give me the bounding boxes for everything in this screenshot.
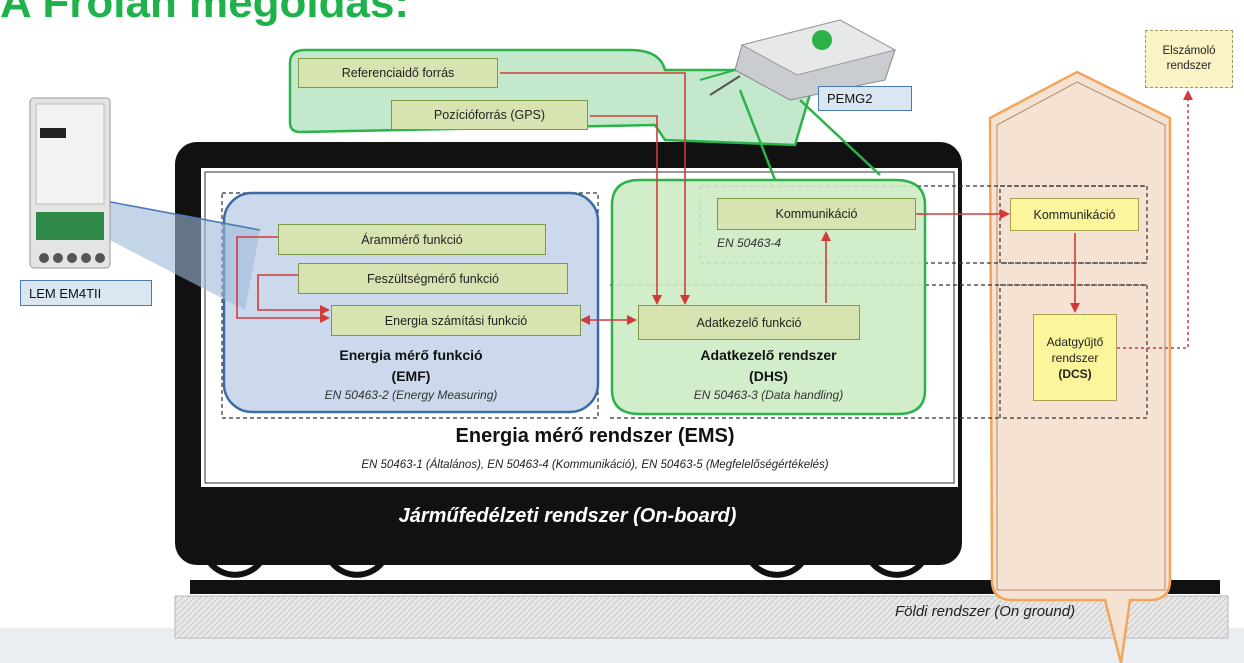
- page-title: A Frolan megoldás:: [0, 0, 410, 27]
- emf-standard: EN 50463-2 (Energy Measuring): [324, 388, 498, 402]
- dhs-standard: EN 50463-3 (Data handling): [693, 388, 844, 402]
- dhs-abbr: (DHS): [749, 368, 788, 384]
- pemg2-device: [699, 19, 897, 101]
- lem-label: LEM EM4TII: [20, 280, 152, 306]
- billing-system: Elszámoló rendszer: [1145, 30, 1233, 88]
- lem-meter-device: [29, 97, 111, 269]
- emf-title: Energia mérő funkció: [339, 347, 483, 363]
- dhs-title: Adatkezelő rendszer: [700, 347, 837, 363]
- data-handling-function: Adatkezelő funkció: [638, 305, 860, 340]
- ref-time-source: Referenciaidő forrás: [298, 58, 498, 88]
- onboard-communication: Kommunikáció: [717, 198, 916, 230]
- gps-source: Pozícióforrás (GPS): [391, 100, 588, 130]
- data-collection-system: Adatgyűjtő rendszer (DCS): [1033, 314, 1117, 401]
- wheels: [205, 558, 927, 578]
- billing-line1: Elszámoló: [1162, 45, 1216, 57]
- energy-calc-function: Energia számítási funkció: [331, 305, 581, 336]
- emf-abbr: (EMF): [391, 368, 431, 384]
- voltage-function: Feszültségmérő funkció: [298, 263, 568, 294]
- pemg2-label: PEMG2: [818, 86, 912, 111]
- billing-line2: rendszer: [1166, 60, 1212, 72]
- ground-label: Földi rendszer (On ground): [895, 603, 1076, 620]
- ground-communication: Kommunikáció: [1010, 198, 1139, 231]
- dcs-line1: Adatgyűjtő: [1046, 334, 1104, 349]
- dcs-line2: rendszer: [1051, 350, 1099, 365]
- dcs-abbr: (DCS): [1058, 366, 1092, 381]
- ground-slab: [174, 595, 1229, 639]
- lem-callout-wedge: [100, 200, 260, 310]
- ems-standards: EN 50463-1 (Általános), EN 50463-4 (Komm…: [361, 459, 829, 471]
- dhs-region: [610, 178, 927, 416]
- comm-standard: EN 50463-4: [717, 236, 782, 250]
- current-function: Árammérő funkció: [278, 224, 546, 255]
- onboard-label: Járműfedélzeti rendszer (On-board): [398, 505, 737, 527]
- rail: [190, 580, 1220, 594]
- ems-title: Energia mérő rendszer (EMS): [455, 425, 735, 447]
